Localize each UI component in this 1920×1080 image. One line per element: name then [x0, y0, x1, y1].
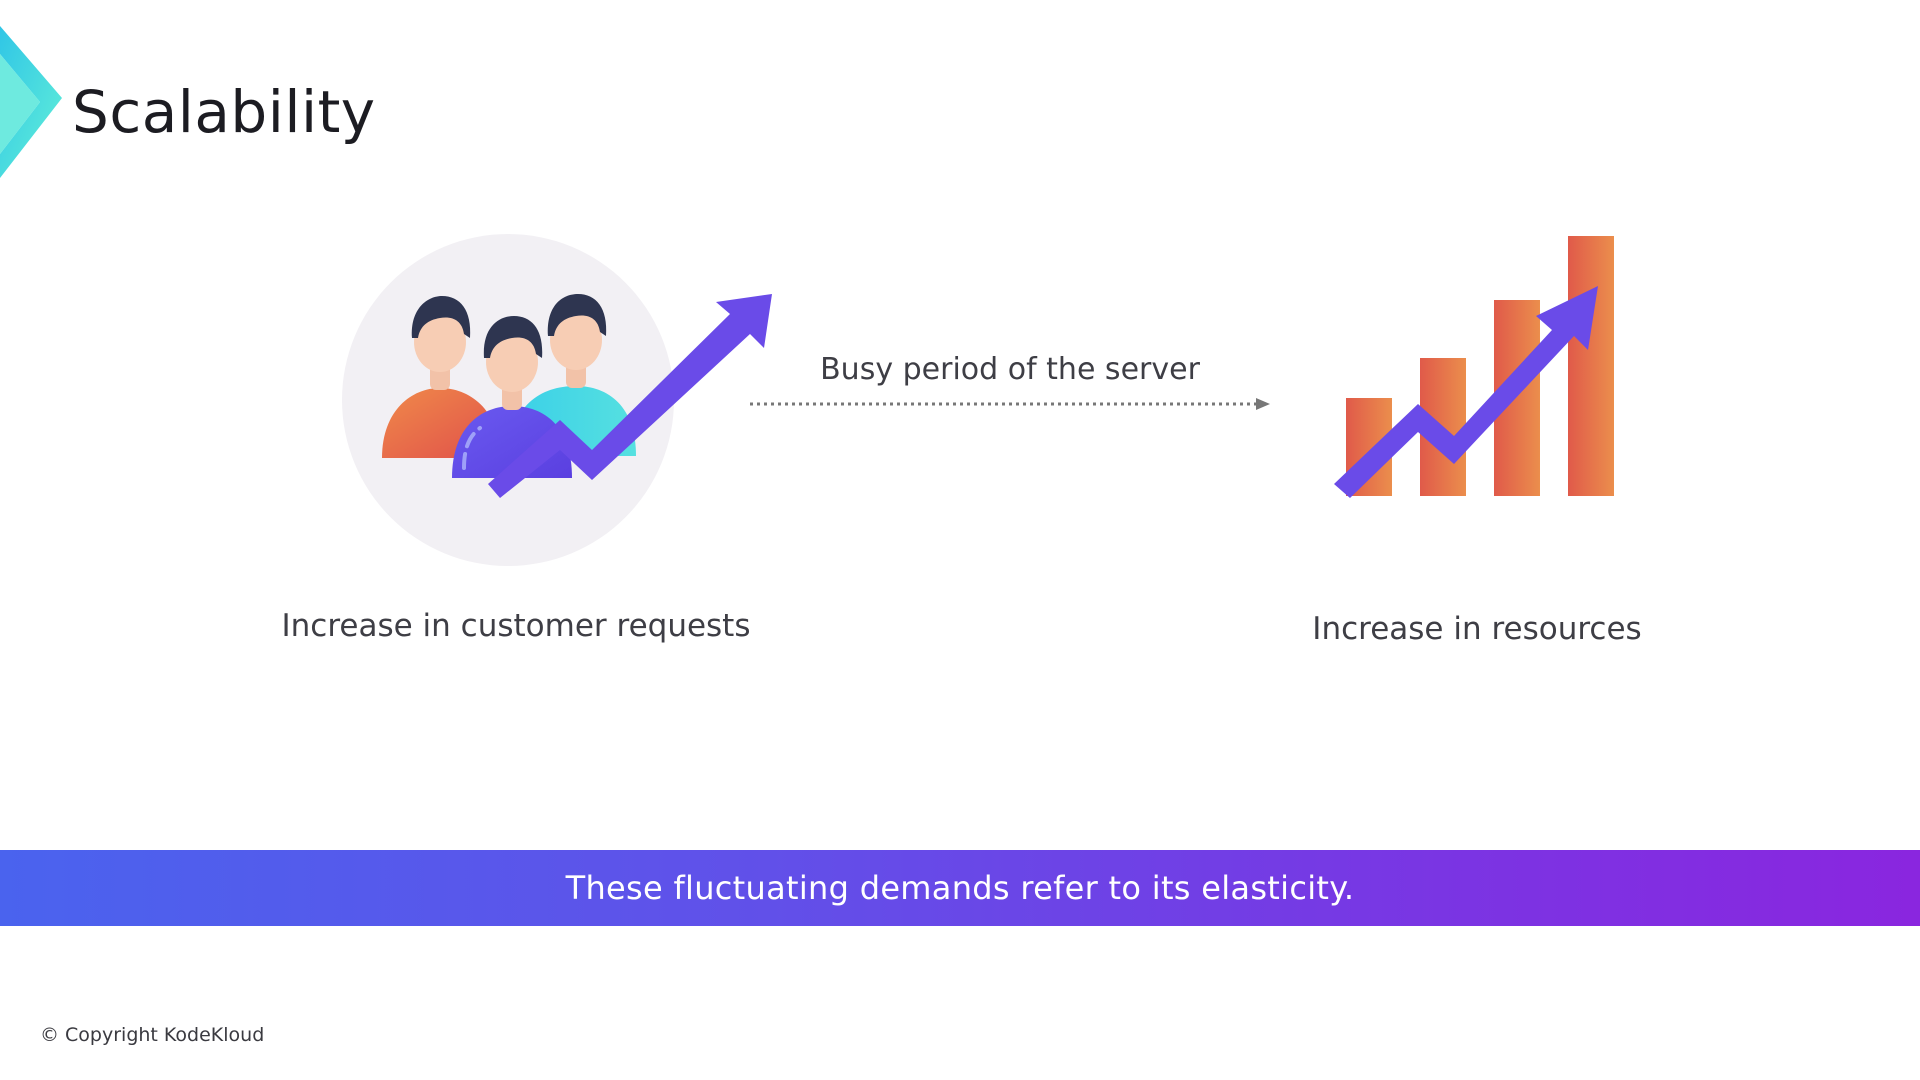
bar-chart-growth-icon: [1334, 236, 1614, 498]
page-title: Scalability: [72, 78, 376, 146]
summary-banner: These fluctuating demands refer to its e…: [0, 850, 1920, 926]
arrow-label: Busy period of the server: [820, 352, 1200, 387]
left-caption: Increase in customer requests: [281, 608, 751, 644]
customers-growth-icon: [342, 234, 772, 566]
chevron-logo-icon: [0, 26, 62, 178]
dotted-arrow-icon: [750, 398, 1270, 410]
copyright-notice: © Copyright KodeKloud: [40, 1024, 265, 1046]
banner-text: These fluctuating demands refer to its e…: [565, 869, 1355, 907]
right-caption: Increase in resources: [1312, 611, 1642, 647]
